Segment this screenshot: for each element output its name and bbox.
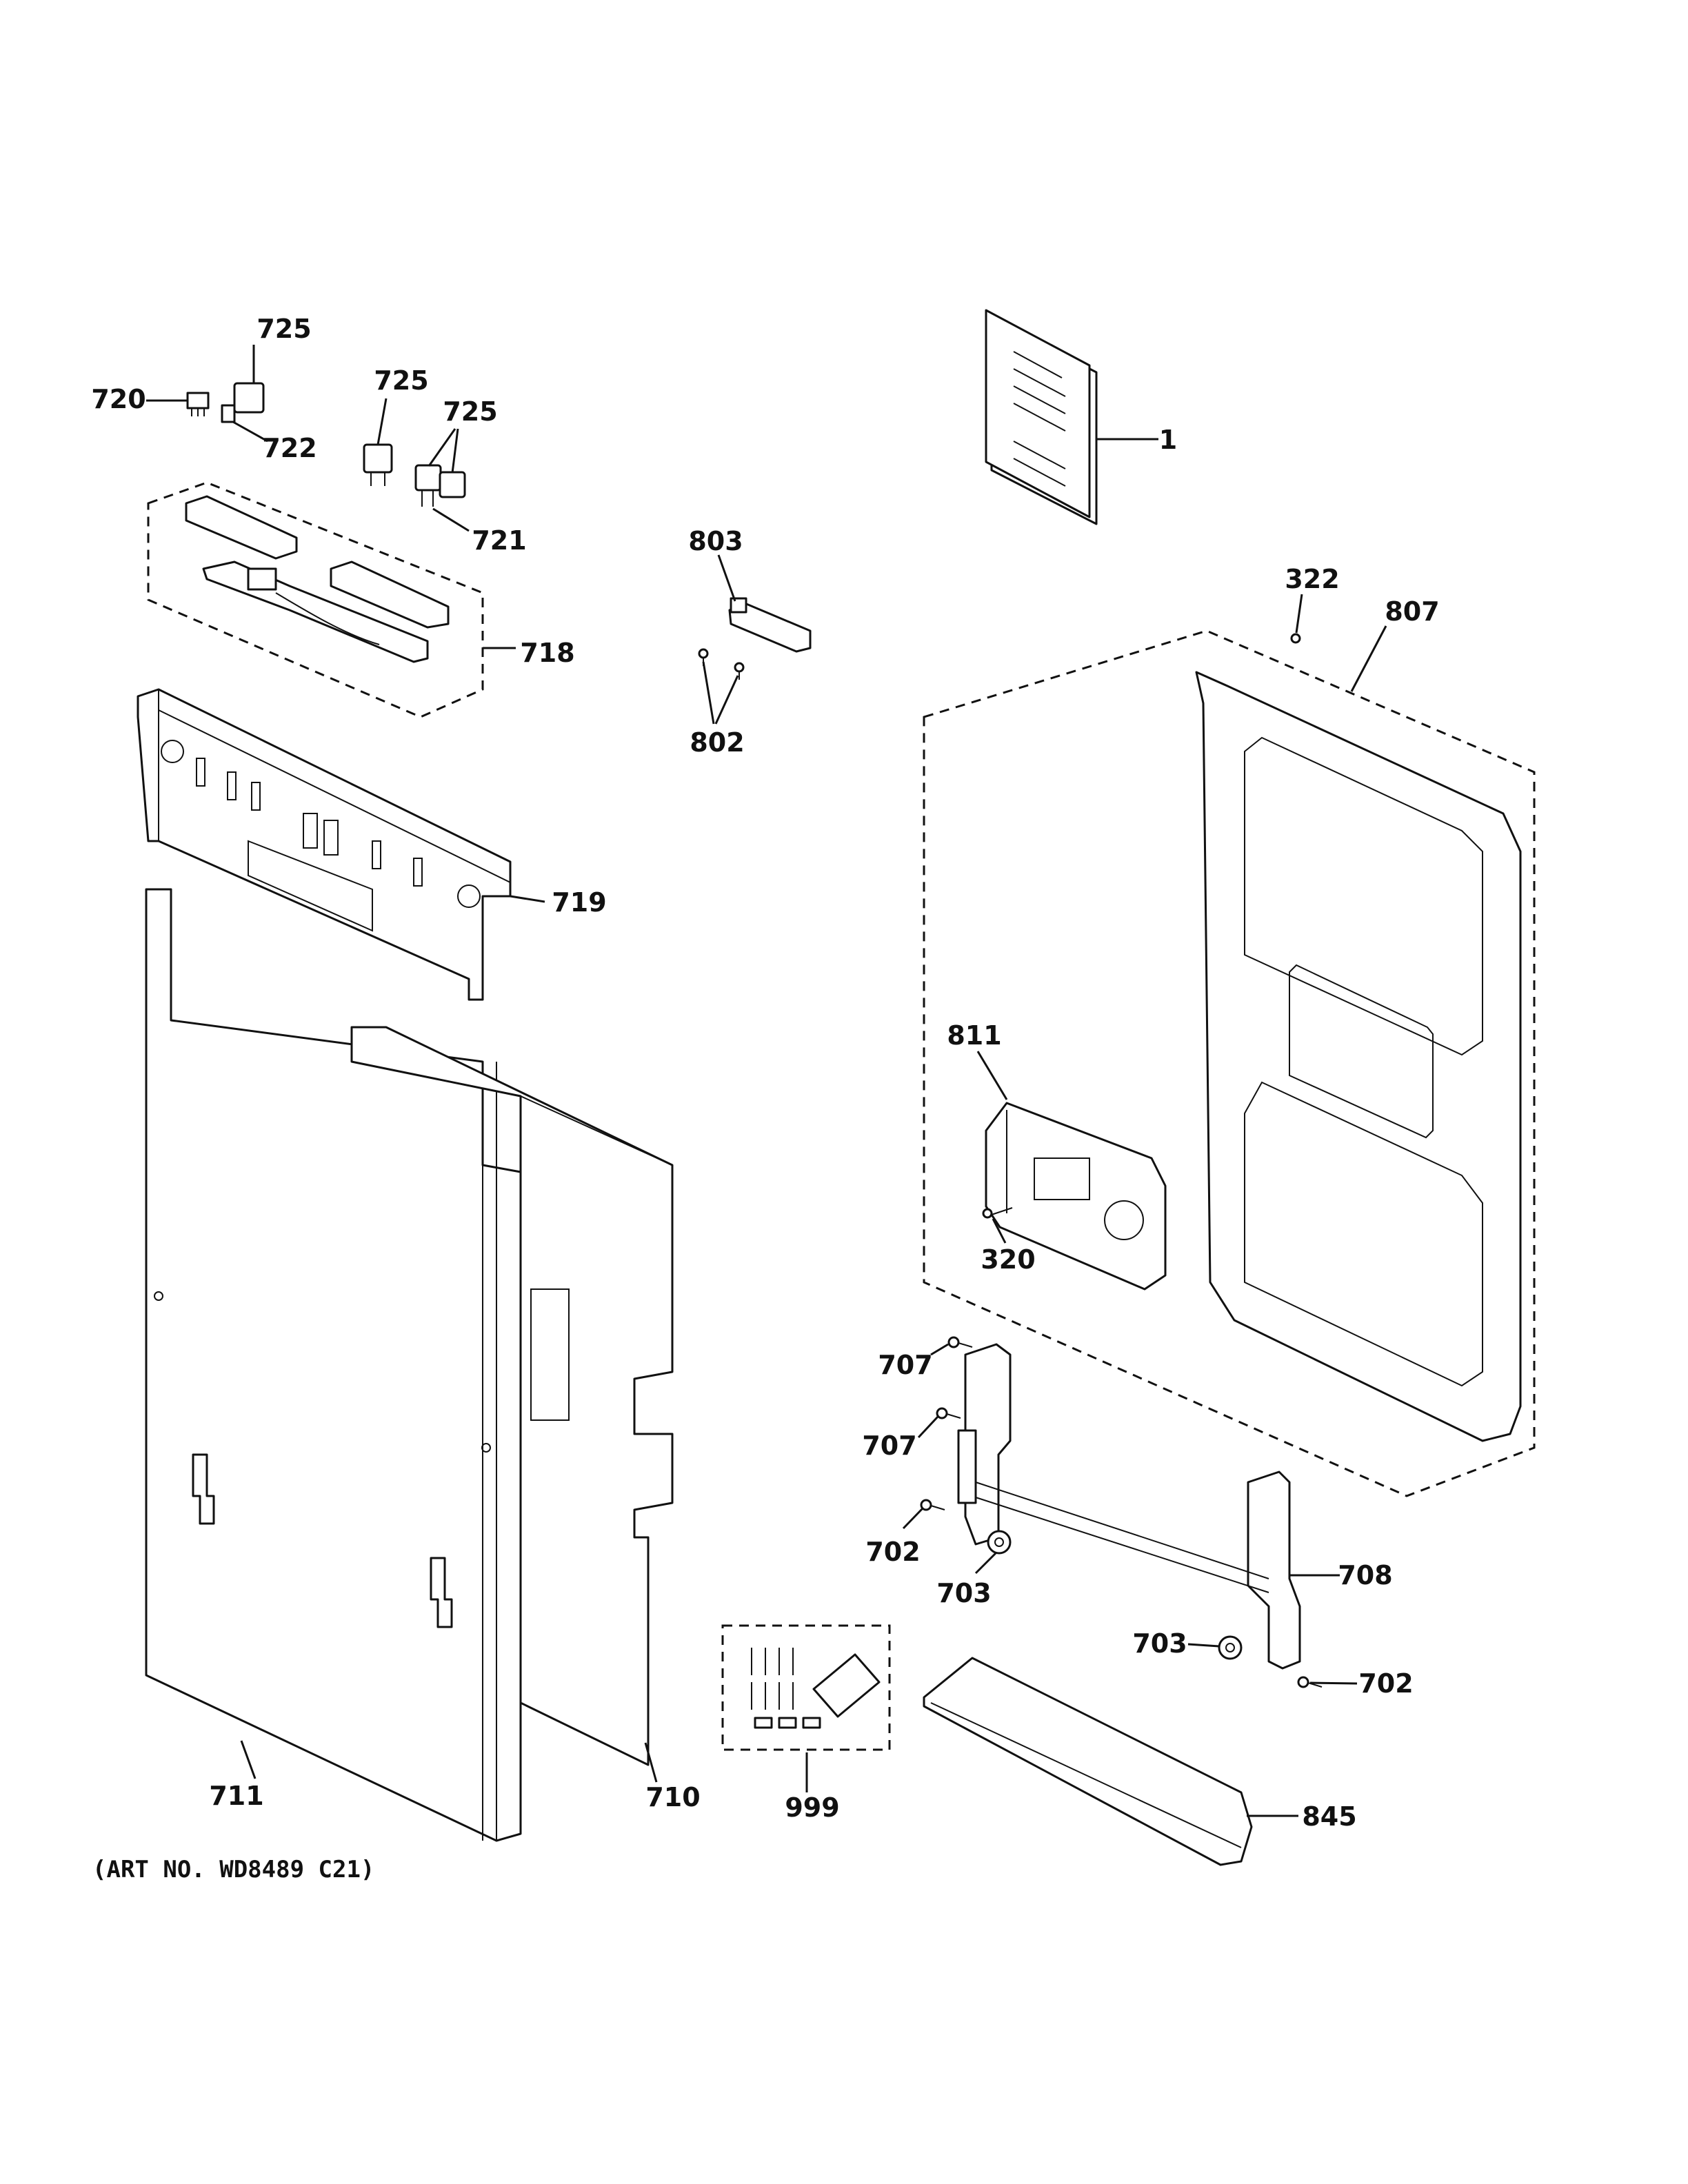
callout-725-a[interactable]: 725 <box>257 314 311 344</box>
part-725-switch-c[interactable] <box>414 464 466 507</box>
part-1-literature[interactable] <box>985 309 1098 525</box>
callout-1[interactable]: 1 <box>1159 425 1177 455</box>
art-number-caption: (ART NO. WD8489 C21) <box>92 1856 375 1883</box>
part-718-control-board-group[interactable] <box>147 481 484 718</box>
callout-725-c[interactable]: 725 <box>443 396 497 427</box>
part-703-washer-b[interactable] <box>1218 1635 1243 1660</box>
part-707-screw-a[interactable] <box>947 1336 973 1348</box>
part-845-bottom-trim[interactable] <box>923 1657 1253 1866</box>
callout-708[interactable]: 708 <box>1338 1560 1392 1590</box>
callout-322[interactable]: 322 <box>1285 564 1339 594</box>
callout-711[interactable]: 711 <box>209 1781 263 1811</box>
callout-719[interactable]: 719 <box>552 887 606 918</box>
part-702-screw-a[interactable] <box>920 1499 945 1511</box>
callout-718[interactable]: 718 <box>520 638 574 668</box>
callout-leaders <box>146 345 1387 1817</box>
part-725-switch-a[interactable] <box>233 382 265 414</box>
callout-labels: 725 720 722 725 725 721 718 719 803 802 … <box>91 314 1439 1832</box>
part-320-screw[interactable] <box>982 1207 1013 1219</box>
part-707-screw-b[interactable] <box>936 1407 961 1419</box>
callout-703-a[interactable]: 703 <box>936 1578 991 1608</box>
part-710-insulation[interactable] <box>350 1026 674 1766</box>
callout-721[interactable]: 721 <box>472 525 526 556</box>
part-999-hardware-kit[interactable] <box>721 1624 891 1751</box>
callout-710[interactable]: 710 <box>645 1782 700 1812</box>
part-722-retainer[interactable] <box>221 404 236 423</box>
part-711-door-panel[interactable] <box>145 888 522 1842</box>
callout-707-b[interactable]: 707 <box>862 1430 916 1461</box>
callout-807[interactable]: 807 <box>1385 596 1439 627</box>
callout-811[interactable]: 811 <box>947 1020 1001 1051</box>
part-322-screw[interactable] <box>1290 633 1301 644</box>
part-807-inner-door-assembly[interactable] <box>923 629 1536 1497</box>
part-803-latch[interactable] <box>728 597 812 653</box>
part-719-control-bracket[interactable] <box>137 688 512 1001</box>
callout-999[interactable]: 999 <box>785 1792 839 1823</box>
callout-722[interactable]: 722 <box>262 433 316 463</box>
part-720-connector[interactable] <box>186 392 210 416</box>
part-725-switch-b[interactable] <box>363 443 393 486</box>
callout-845[interactable]: 845 <box>1302 1801 1356 1832</box>
callout-803[interactable]: 803 <box>688 526 743 556</box>
callout-702-a[interactable]: 702 <box>865 1537 920 1567</box>
callout-320[interactable]: 320 <box>981 1244 1035 1275</box>
callout-707-a[interactable]: 707 <box>878 1350 932 1380</box>
callout-703-b[interactable]: 703 <box>1132 1628 1187 1659</box>
callout-702-b[interactable]: 702 <box>1358 1668 1413 1699</box>
callout-802[interactable]: 802 <box>690 727 744 758</box>
part-708-hinge-assembly[interactable] <box>957 1343 1301 1670</box>
part-802-screws[interactable] <box>698 648 745 680</box>
callout-725-b[interactable]: 725 <box>374 365 428 396</box>
part-703-washer-a[interactable] <box>987 1530 1012 1555</box>
callout-720[interactable]: 720 <box>91 384 145 414</box>
